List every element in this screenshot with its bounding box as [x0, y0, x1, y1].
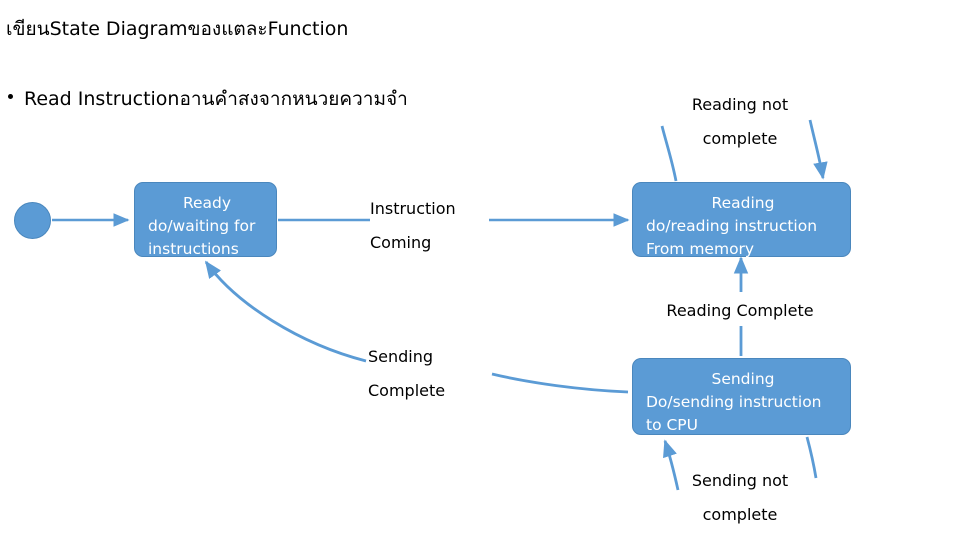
transition-label-sending-not-complete: Sending not complete [648, 464, 832, 532]
transition-label-line2: Coming [370, 233, 432, 252]
state-node-sending[interactable]: Sending Do/sending instruction to CPU [632, 358, 851, 435]
state-node-ready[interactable]: Ready do/waiting for instructions [134, 182, 277, 258]
transition-label-line2: complete [702, 129, 778, 148]
bullet-item-label: Read Instructionอานคำสงจากหนวยความจำ [24, 88, 408, 110]
transition-label-line1: Reading Complete [666, 301, 814, 320]
state-reading-title: Reading [711, 194, 775, 212]
transition-label-reading-not-complete: Reading not complete [648, 88, 832, 156]
state-reading-line2: From memory [646, 240, 755, 258]
transition-label-line1: Sending [368, 347, 434, 366]
bullet-dot-icon [8, 94, 13, 99]
edge-sending-to-ready-left [204, 260, 367, 363]
state-sending-line2: to CPU [646, 416, 699, 434]
state-ready-line2: instructions [148, 240, 239, 258]
state-node-reading[interactable]: Reading do/reading instruction From memo… [632, 182, 851, 258]
state-sending-line1: Do/sending instruction [646, 393, 822, 411]
transition-label-reading-complete: Reading Complete [648, 294, 832, 328]
page-title: เขียนState DiagramของแตละFunction [6, 18, 349, 40]
bullet-item: Read Instructionอานคำสงจากหนวยความจำ [8, 84, 408, 114]
state-sending-title: Sending [711, 370, 775, 388]
transition-label-sending-complete: Sending Complete [368, 340, 488, 408]
initial-state-node[interactable] [14, 202, 51, 239]
state-ready-title: Ready [182, 194, 232, 212]
transition-label-line2: Complete [368, 381, 446, 400]
transition-label-line2: complete [702, 505, 778, 524]
transition-label-line1: Sending not [691, 471, 789, 490]
edge-sending-to-ready-right [491, 372, 629, 394]
transition-label-line1: Reading not [691, 95, 789, 114]
transition-label-instruction-coming: Instruction Coming [370, 192, 490, 260]
state-ready-line1: do/waiting for [148, 217, 256, 235]
transition-label-line1: Instruction [370, 199, 456, 218]
state-reading-line1: do/reading instruction [646, 217, 818, 235]
